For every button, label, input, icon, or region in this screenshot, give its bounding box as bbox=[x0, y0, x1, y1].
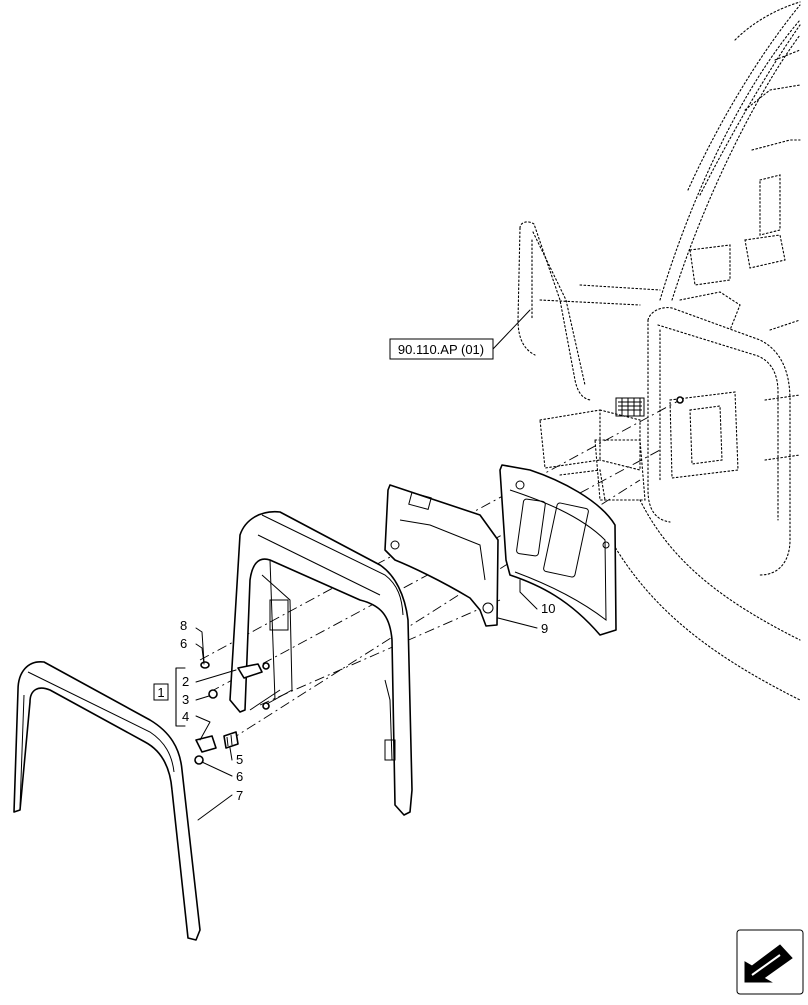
kit-bracket: 1 bbox=[153, 667, 186, 727]
reference-label[interactable]: 90.110.AP (01) bbox=[398, 342, 484, 357]
trim-panel bbox=[229, 510, 413, 816]
kit-label: 1 bbox=[157, 685, 164, 700]
callout-10: 10 bbox=[541, 601, 555, 616]
callout-8: 8 bbox=[180, 618, 187, 633]
leader-lines bbox=[195, 309, 538, 821]
bracket-4 bbox=[195, 735, 217, 753]
callout-6a: 6 bbox=[180, 636, 187, 651]
reference-link[interactable]: 90.110.AP (01) bbox=[389, 338, 494, 360]
nut-3 bbox=[208, 689, 218, 699]
tractor-cab-phantom bbox=[517, 1, 801, 701]
callout-4: 4 bbox=[182, 709, 189, 724]
callout-labels: 2 3 4 5 6 6 7 8 9 10 bbox=[180, 601, 555, 803]
fastener-8 bbox=[200, 661, 210, 669]
callout-9: 9 bbox=[541, 621, 548, 636]
callout-5: 5 bbox=[236, 752, 243, 767]
callout-3: 3 bbox=[182, 692, 189, 707]
panel-fasteners bbox=[262, 396, 684, 710]
callout-7: 7 bbox=[236, 788, 243, 803]
screw-5 bbox=[223, 731, 239, 749]
clip-2 bbox=[237, 663, 263, 679]
grille-detail bbox=[615, 397, 645, 417]
nut-6b bbox=[194, 755, 204, 765]
part-9-seal bbox=[384, 484, 499, 627]
arrow-icon[interactable] bbox=[736, 929, 804, 995]
callout-6b: 6 bbox=[236, 769, 243, 784]
part-10-plate bbox=[499, 464, 617, 636]
callout-2: 2 bbox=[182, 674, 189, 689]
part-7-rubber-seal bbox=[13, 661, 201, 941]
